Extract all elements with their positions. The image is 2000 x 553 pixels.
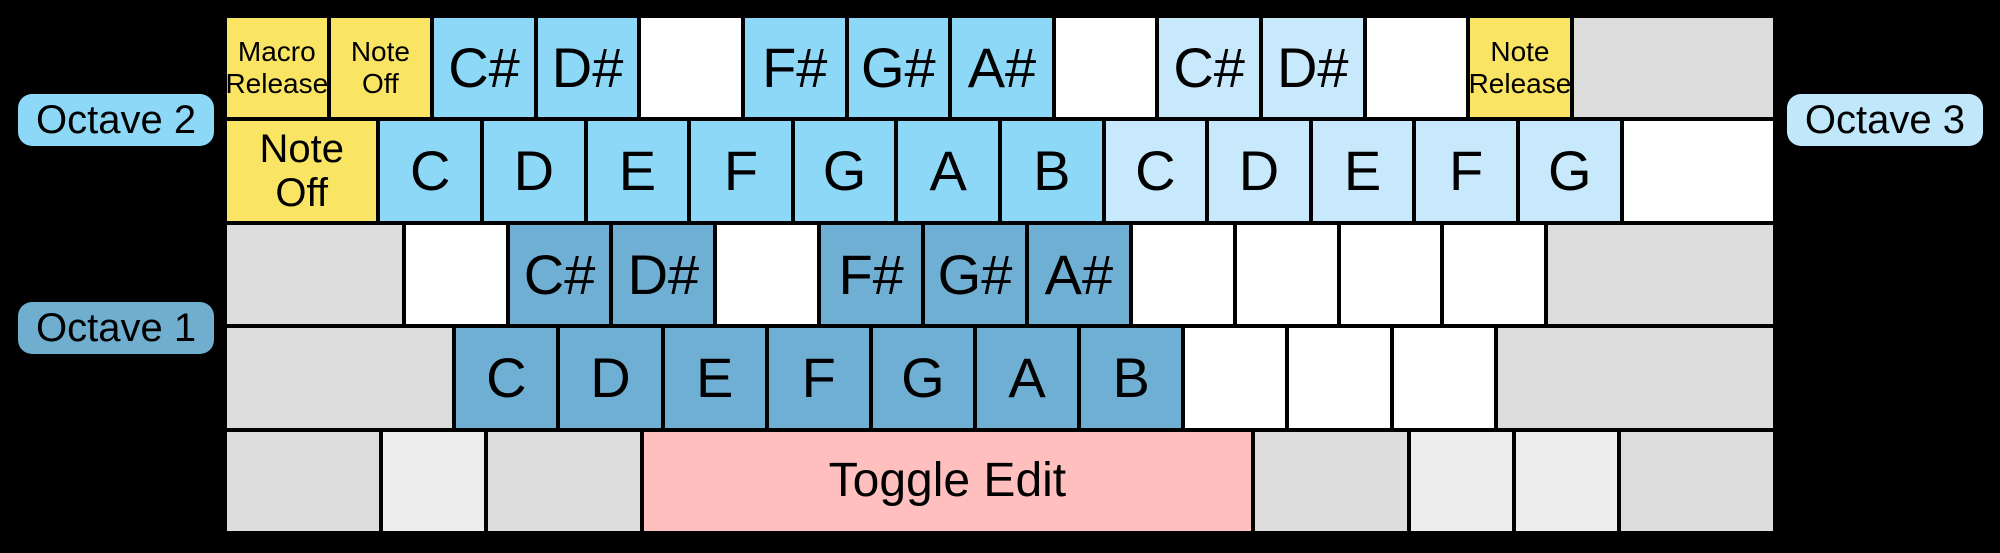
key-blank xyxy=(1391,326,1496,430)
key-d-sharp-octave-1: D# xyxy=(611,222,716,327)
key-d-octave-1: D xyxy=(558,326,663,430)
key-filler xyxy=(225,326,455,430)
key-filler xyxy=(1571,16,1775,120)
key-g-sharp-octave-1: G# xyxy=(923,222,1027,327)
key-f-sharp-octave-2: F# xyxy=(742,16,847,120)
key-note-off: Note Off xyxy=(225,119,379,223)
key-filler xyxy=(1408,429,1514,534)
key-filler xyxy=(1495,326,1776,430)
key-a-octave-1: A xyxy=(975,326,1080,430)
key-filler xyxy=(486,429,642,534)
key-filler xyxy=(1514,429,1620,534)
key-g-octave-3: G xyxy=(1517,119,1622,223)
octave-3-label-text: Octave 3 xyxy=(1804,97,1965,142)
key-a-octave-2: A xyxy=(896,119,1000,223)
key-f-sharp-octave-1: F# xyxy=(819,222,924,327)
key-c-sharp-octave-1: C# xyxy=(507,222,612,327)
key-note-release: Note Release xyxy=(1468,16,1572,120)
key-blank xyxy=(639,16,743,120)
octave-1-label-text: Octave 1 xyxy=(36,305,197,350)
key-filler xyxy=(225,429,381,534)
octave-2-label: Octave 2 xyxy=(18,94,215,146)
key-blank xyxy=(715,222,820,327)
key-blank xyxy=(1338,222,1443,327)
key-blank xyxy=(1053,16,1158,120)
key-g-octave-2: G xyxy=(792,119,897,223)
keyboard-row-5: Toggle Edit xyxy=(225,429,1775,534)
key-blank xyxy=(403,222,508,327)
octave-3-label: Octave 3 xyxy=(1786,94,1983,146)
key-blank xyxy=(1183,326,1288,430)
key-d-sharp-octave-3: D# xyxy=(1260,16,1365,120)
key-e-octave-2: E xyxy=(585,119,690,223)
octave-2-label-text: Octave 2 xyxy=(36,97,197,142)
key-b-octave-2: B xyxy=(999,119,1104,223)
key-c-octave-1: C xyxy=(454,326,559,430)
key-g-sharp-octave-2: G# xyxy=(846,16,951,120)
key-blank xyxy=(1130,222,1235,327)
key-filler xyxy=(380,429,486,534)
key-d-octave-2: D xyxy=(482,119,586,223)
key-blank xyxy=(1442,222,1547,327)
key-note-off: Note Off xyxy=(328,16,433,120)
key-blank xyxy=(1364,16,1469,120)
key-b-octave-1: B xyxy=(1079,326,1184,430)
key-filler xyxy=(1546,222,1775,327)
key-g-octave-1: G xyxy=(870,326,975,430)
key-macro-release: Macro Release xyxy=(225,16,329,120)
key-d-sharp-octave-2: D# xyxy=(535,16,640,120)
key-filler xyxy=(1253,429,1409,534)
key-blank xyxy=(1287,326,1392,430)
key-d-octave-3: D xyxy=(1207,119,1311,223)
octave-1-label: Octave 1 xyxy=(18,302,215,354)
key-filler xyxy=(225,222,404,327)
key-c-octave-3: C xyxy=(1103,119,1208,223)
keyboard-row-3: C#D# F#G#A# xyxy=(225,222,1775,327)
key-toggle-edit: Toggle Edit xyxy=(641,429,1253,534)
key-f-octave-3: F xyxy=(1414,119,1518,223)
key-a-sharp-octave-2: A# xyxy=(950,16,1054,120)
key-f-octave-2: F xyxy=(689,119,793,223)
key-blank xyxy=(1234,222,1339,327)
key-c-octave-2: C xyxy=(378,119,482,223)
key-c-sharp-octave-3: C# xyxy=(1157,16,1261,120)
key-filler xyxy=(1619,429,1775,534)
key-e-octave-1: E xyxy=(662,326,767,430)
key-f-octave-1: F xyxy=(766,326,871,430)
key-a-sharp-octave-1: A# xyxy=(1026,222,1131,327)
key-c-sharp-octave-2: C# xyxy=(432,16,536,120)
key-blank xyxy=(1621,119,1775,223)
key-e-octave-3: E xyxy=(1310,119,1415,223)
